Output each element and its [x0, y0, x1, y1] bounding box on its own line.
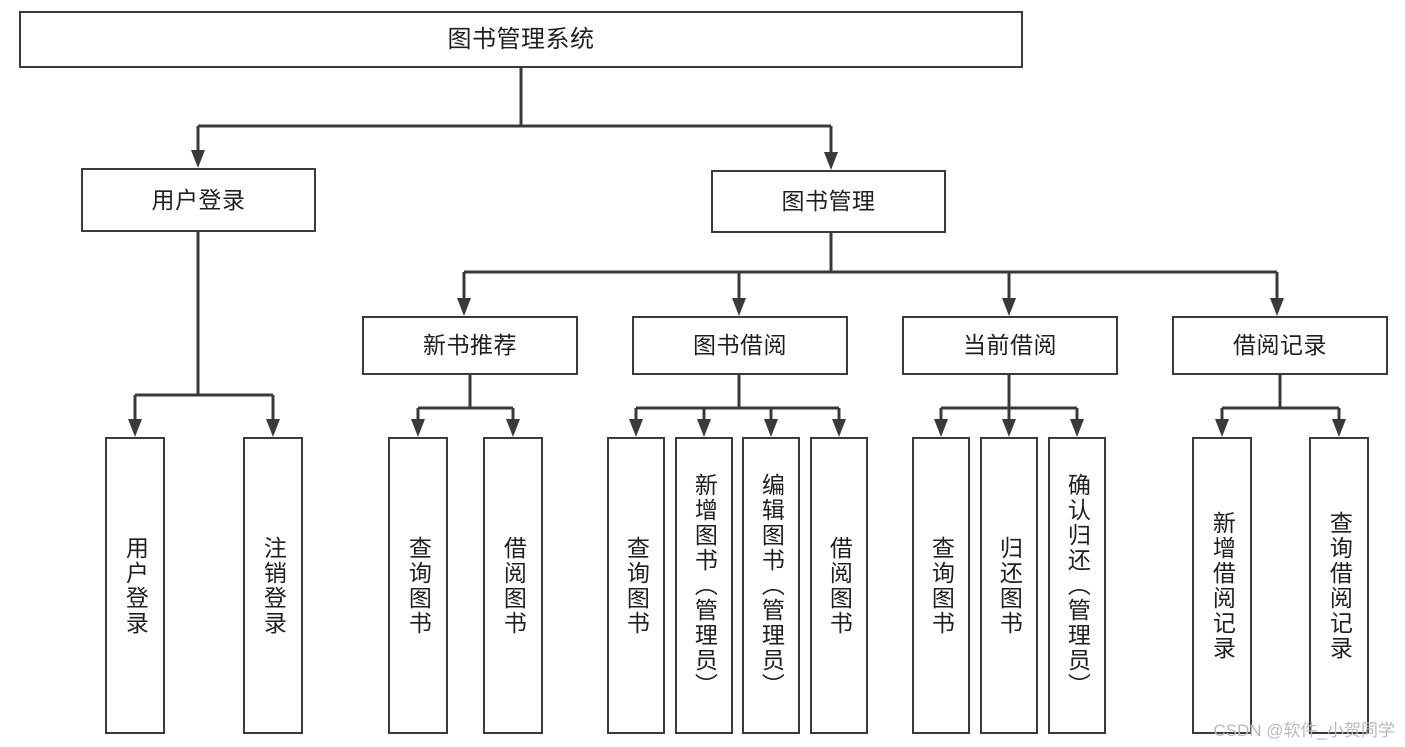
node-label: 新增借阅记录 [1209, 510, 1236, 661]
leaf-book-borrow-query-books[interactable]: 查询图书 [607, 437, 665, 734]
arrow-new-books-leaf-2 [506, 419, 520, 437]
arrow-user-login-leaf-2 [266, 419, 280, 437]
leaf-new-books-query-books[interactable]: 查询图书 [388, 437, 448, 734]
arrow-new-books-leaf-1 [411, 419, 425, 437]
arrow-book-mgmt-to-current-borrow [1002, 298, 1016, 316]
node-label: 编辑图书（管理员） [758, 473, 785, 698]
node-current-borrowing[interactable]: 当前借阅 [902, 316, 1118, 375]
node-label: 查询图书 [928, 535, 955, 636]
leaf-new-books-borrow-books[interactable]: 借阅图书 [483, 437, 543, 734]
arrow-book-borrow-leaf-1 [629, 419, 643, 437]
leaf-current-borrow-query-books[interactable]: 查询图书 [912, 437, 970, 734]
arrow-book-borrow-leaf-2 [697, 419, 711, 437]
node-label: 新书推荐 [423, 332, 517, 359]
node-label: 归还图书 [996, 535, 1023, 636]
arrow-user-login-leaf-1 [128, 419, 142, 437]
leaf-user-login-sign-in[interactable]: 用户登录 [105, 437, 165, 734]
arrow-borrow-records-leaf-2 [1332, 419, 1346, 437]
arrow-borrow-records-leaf-1 [1215, 419, 1229, 437]
node-label: 图书管理系统 [447, 25, 595, 53]
leaf-current-borrow-confirm-return-admin[interactable]: 确认归还（管理员） [1048, 437, 1106, 734]
node-user-login[interactable]: 用户登录 [81, 168, 316, 232]
arrow-book-mgmt-to-borrow-records [1270, 298, 1284, 316]
leaf-book-borrow-borrow-books[interactable]: 借阅图书 [810, 437, 868, 734]
node-label: 借阅图书 [500, 535, 527, 636]
node-label: 借阅图书 [826, 535, 853, 636]
node-label: 查询借阅记录 [1326, 510, 1353, 661]
arrow-book-mgmt-to-book-borrow [732, 298, 746, 316]
node-label: 图书借阅 [693, 332, 787, 359]
leaf-book-borrow-edit-book-admin[interactable]: 编辑图书（管理员） [742, 437, 800, 734]
leaf-user-login-sign-out[interactable]: 注销登录 [243, 437, 303, 734]
node-borrowing-records[interactable]: 借阅记录 [1172, 316, 1388, 375]
node-book-management-system[interactable]: 图书管理系统 [19, 11, 1023, 68]
leaf-borrow-records-add-record[interactable]: 新增借阅记录 [1192, 437, 1252, 734]
node-label: 借阅记录 [1233, 332, 1327, 359]
node-book-borrowing[interactable]: 图书借阅 [632, 316, 848, 375]
arrow-book-borrow-leaf-3 [764, 419, 778, 437]
node-label: 查询图书 [405, 535, 432, 636]
leaf-current-borrow-return-books[interactable]: 归还图书 [980, 437, 1038, 734]
node-label: 查询图书 [623, 535, 650, 636]
arrow-current-borrow-leaf-2 [1002, 419, 1016, 437]
watermark: CSDN @软件_小贺同学 [1213, 721, 1395, 740]
arrow-root-to-book-mgmt [824, 152, 838, 170]
node-label: 新增图书（管理员） [691, 473, 718, 698]
node-label: 用户登录 [122, 535, 149, 636]
node-new-book-recommendation[interactable]: 新书推荐 [362, 316, 578, 375]
node-label: 注销登录 [260, 535, 287, 636]
node-label: 确认归还（管理员） [1064, 473, 1091, 698]
arrow-current-borrow-leaf-1 [934, 419, 948, 437]
arrow-root-to-user-login [191, 150, 205, 168]
node-label: 图书管理 [781, 188, 876, 215]
node-label: 用户登录 [151, 186, 246, 213]
leaf-borrow-records-query-record[interactable]: 查询借阅记录 [1309, 437, 1369, 734]
node-book-management[interactable]: 图书管理 [711, 170, 946, 233]
arrow-book-borrow-leaf-4 [832, 419, 846, 437]
leaf-book-borrow-add-book-admin[interactable]: 新增图书（管理员） [675, 437, 733, 734]
node-label: 当前借阅 [963, 332, 1057, 359]
arrow-book-mgmt-to-new-books [457, 298, 471, 316]
arrow-current-borrow-leaf-3 [1070, 419, 1084, 437]
